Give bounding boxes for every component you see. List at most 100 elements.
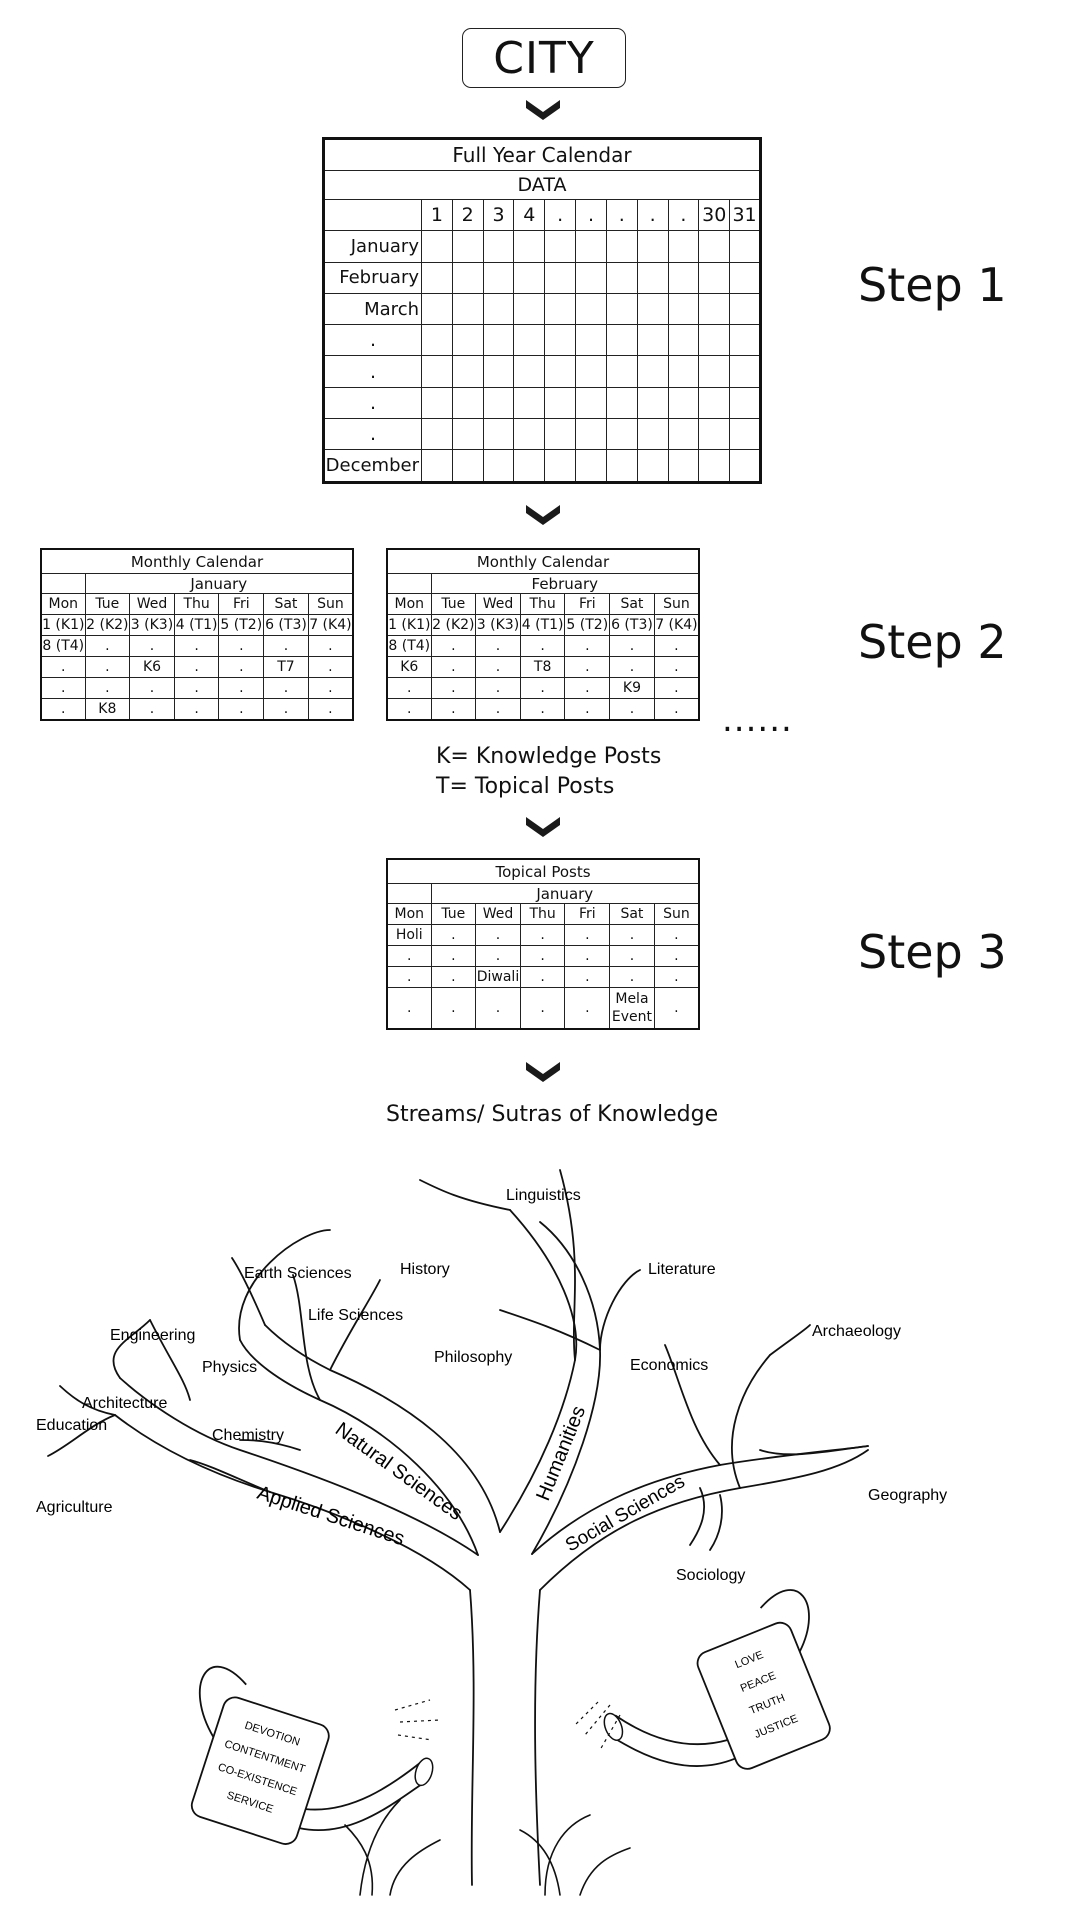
watering-can-right: LOVE PEACE TRUTH JUSTICE bbox=[574, 1589, 831, 1770]
calendar-cell: 2 (K2) bbox=[84, 614, 131, 636]
calendar-cell: Diwali bbox=[475, 966, 521, 988]
calendar-cell: 3 (K3) bbox=[475, 614, 521, 636]
calendar-cell: . bbox=[564, 635, 611, 657]
branch-label: Applied Sciences bbox=[254, 1482, 407, 1550]
month-row: . bbox=[323, 355, 761, 388]
weekday-header: Mon bbox=[40, 593, 86, 615]
calendar-cell: . bbox=[475, 945, 521, 967]
calendar-cell: . bbox=[653, 987, 700, 1030]
calendar-row: ....... bbox=[40, 677, 354, 699]
calendar-cell: . bbox=[263, 677, 309, 699]
weekday-header: Sun bbox=[307, 593, 354, 615]
calendar-cell: 6 (T3) bbox=[263, 614, 309, 636]
calendar-cell: . bbox=[564, 698, 611, 721]
weekday-header: Tue bbox=[430, 593, 477, 615]
chevron-down-icon bbox=[526, 1062, 560, 1082]
weekday-header: Thu bbox=[519, 903, 566, 925]
day-cell: 3 bbox=[482, 198, 515, 232]
calendar-cell: . bbox=[430, 966, 477, 988]
calendar-cell: 7 (K4) bbox=[307, 614, 354, 636]
weekday-header: Mon bbox=[386, 593, 432, 615]
day-cell: 30 bbox=[698, 198, 731, 232]
month-row: . bbox=[323, 324, 761, 357]
month-label: . bbox=[323, 324, 422, 357]
day-cell: 2 bbox=[451, 198, 484, 232]
calendar-cell: 8 (T4) bbox=[386, 635, 432, 657]
calendar-cell: . bbox=[129, 635, 175, 657]
leaf-label: Life Sciences bbox=[308, 1307, 403, 1324]
calendar-cell: . bbox=[386, 677, 432, 699]
calendar-cell: . bbox=[173, 656, 220, 678]
calendar-cell: . bbox=[430, 677, 477, 699]
calendar-cell: . bbox=[307, 635, 354, 657]
leaf-label: Economics bbox=[630, 1357, 708, 1374]
calendar-cell: . bbox=[564, 945, 611, 967]
calendar-row: K6..T8... bbox=[386, 656, 700, 678]
calendar-cell: 1 (K1) bbox=[386, 614, 432, 636]
calendar-cell: . bbox=[430, 924, 477, 946]
calendar-cell: K6 bbox=[129, 656, 175, 678]
chevron-down-icon bbox=[526, 100, 560, 120]
day-cell: . bbox=[605, 198, 638, 232]
month-label: December bbox=[323, 449, 422, 483]
calendar-cell: . bbox=[519, 698, 566, 721]
calendar-cell: . bbox=[386, 945, 432, 967]
calendar-cell: . bbox=[653, 635, 700, 657]
city-label: CITY bbox=[493, 32, 595, 84]
step-2-label: Step 2 bbox=[858, 615, 1007, 669]
calendar-cell: 4 (T1) bbox=[173, 614, 220, 636]
month-label: . bbox=[323, 418, 422, 451]
weekday-header: Sat bbox=[609, 593, 655, 615]
streams-title: Streams/ Sutras of Knowledge bbox=[386, 1102, 719, 1127]
weekday-header: Fri bbox=[218, 593, 265, 615]
calendar-row: Holi...... bbox=[386, 924, 700, 946]
calendar-row: .K8..... bbox=[40, 698, 354, 721]
month-name: February bbox=[430, 573, 700, 594]
weekday-header: Tue bbox=[84, 593, 131, 615]
calendar-cell: . bbox=[609, 698, 655, 721]
calendar-cell: K9 bbox=[609, 677, 655, 699]
month-row: March bbox=[323, 292, 761, 326]
calendar-cell: 3 (K3) bbox=[129, 614, 175, 636]
calendar-cell: . bbox=[40, 698, 86, 721]
watering-can-left: DEVOTION CONTENTMENT CO-EXISTENCE SERVIC… bbox=[190, 1665, 441, 1845]
weekday-header: Mon bbox=[386, 903, 432, 925]
month-row: December bbox=[323, 449, 761, 483]
knowledge-tree: DEVOTION CONTENTMENT CO-EXISTENCE SERVIC… bbox=[36, 1169, 947, 1896]
calendar-cell: . bbox=[430, 698, 477, 721]
calendar-cell: . bbox=[84, 635, 131, 657]
day-cell: . bbox=[575, 198, 607, 232]
calendar-cell: . bbox=[307, 677, 354, 699]
calendar-cell: 6 (T3) bbox=[609, 614, 655, 636]
calendar-cell: 7 (K4) bbox=[653, 614, 700, 636]
full-year-calendar: Full Year Calendar DATA 1 2 3 4 . . . . … bbox=[322, 137, 762, 484]
day-cell: 4 bbox=[513, 198, 546, 232]
calendar-cell: . bbox=[653, 966, 700, 988]
calendar-cell: . bbox=[475, 656, 521, 678]
calendar-cell: . bbox=[564, 677, 611, 699]
calendar-cell: . bbox=[307, 656, 354, 678]
calendar-cell: . bbox=[430, 945, 477, 967]
calendar-row: ..K6..T7. bbox=[40, 656, 354, 678]
calendar-cell: . bbox=[564, 966, 611, 988]
city-box: CITY bbox=[462, 28, 626, 88]
calendar-cell: . bbox=[653, 656, 700, 678]
calendar-row: 1 (K1)2 (K2)3 (K3)4 (T1)5 (T2)6 (T3)7 (K… bbox=[386, 614, 700, 636]
chevron-down-icon bbox=[526, 817, 560, 837]
calendar-row: 8 (T4)...... bbox=[40, 635, 354, 657]
calendar-row: ....... bbox=[386, 945, 700, 967]
month-label: . bbox=[323, 355, 422, 388]
leaf-label: Geography bbox=[868, 1487, 947, 1504]
calendar-cell: . bbox=[173, 698, 220, 721]
calendar-cell: . bbox=[653, 924, 700, 946]
month-label: January bbox=[323, 230, 422, 263]
weekday-header: Sat bbox=[263, 593, 309, 615]
day-cell: 31 bbox=[729, 198, 761, 232]
calendar-cell: . bbox=[218, 656, 265, 678]
calendar-cell: . bbox=[653, 677, 700, 699]
calendar-row: .....Mela Event. bbox=[386, 987, 700, 1030]
calendar-cell: . bbox=[40, 656, 86, 678]
calendar-cell: . bbox=[430, 656, 477, 678]
calendar-cell: . bbox=[430, 635, 477, 657]
